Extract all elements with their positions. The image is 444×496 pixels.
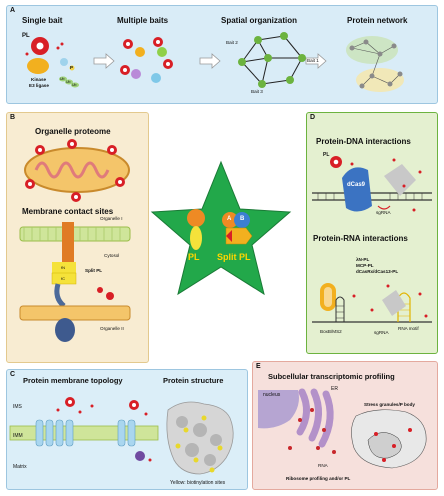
split-pl-n-icon [52,262,76,273]
nucleus-label: nucleus [263,392,281,398]
fragment-n-label: fN [61,265,65,270]
substrate-icon [60,58,68,66]
er-label: ER [331,386,338,392]
matrix-label: Matrix [13,464,27,470]
pl-center-icon [187,209,205,227]
cluster-icon [346,36,398,64]
transmembrane-helix-icon [35,419,136,447]
ub-label-3: Ub [72,83,77,87]
ims-label: IMS [13,404,22,410]
protein-membrane-topology-title: Protein membrane topology [23,376,123,385]
nucleus-icon [258,390,299,429]
protein-dna-title: Protein-DNA interactions [316,137,411,146]
sgrna-2-label: sgRNA [374,330,389,335]
dcas9-label: dCas9 [347,182,366,188]
er-icon [296,388,334,448]
ub-label-1: Ub [60,77,65,81]
network-node-icon [238,32,306,88]
rna-motif-label: RNA motif [398,326,419,331]
panel-a-label: A [10,7,16,14]
fragment-c-label: fC [61,276,65,281]
rna-protein-label-2: MCP-PL [356,263,374,268]
e3-ligase-label: E3 ligase [29,83,49,88]
organelle-1-label: Organelle I [100,216,123,221]
tether-protein-icon [62,222,74,262]
dna-pl-label: PL [323,152,330,158]
bait-1-label: Bait 1 [307,58,319,63]
organelle-2-label: Organelle II [100,326,124,331]
panel-d [306,112,438,354]
protein-rna-title: Protein-RNA interactions [313,234,408,243]
biotinylation-caption: Yellow: biotinylation sites [170,480,226,486]
pl-label: PL [22,33,30,39]
panel-d-label: D [310,114,316,121]
arrow-icon [199,53,221,69]
split-pl-center-icon [225,227,253,245]
panel-e-label: E [256,363,261,370]
split-pl-label: Split PL [85,268,103,273]
spatial-organization-title: Spatial organization [221,16,298,25]
p-label: P [70,65,74,70]
organelle-proteome-title: Organelle proteome [35,127,111,136]
mitochondrion-icon [24,147,130,193]
arrow-icon [93,53,115,69]
ub-chain-icon [59,76,67,82]
fragment-a-label: A [227,216,232,222]
membrane-icon [19,226,131,242]
subcellular-transcriptomic-title: Subcellular transcriptomic profiling [268,372,395,381]
panel-b-label: B [10,114,16,121]
bait-3-label: Bait 3 [251,89,263,94]
kinase-bait-icon [27,58,49,74]
panel-c-label: C [10,371,16,378]
rna-protein-label-3: dCasRx/dCas13-PL [356,269,399,274]
center-split-pl-label: Split PL [217,252,251,262]
center-pl-label: PL [188,252,200,262]
kinase-label: Kinase [31,77,47,82]
multiple-baits-title: Multiple baits [117,16,169,25]
tether-protein-2-icon [55,318,75,342]
sgrna-label: sgRNA [376,210,391,215]
bait-2-label: Bait 2 [226,40,238,45]
single-bait-title: Single bait [22,16,63,25]
membrane-contact-sites-title: Membrane contact sites [22,207,114,216]
protein-network-title: Protein network [347,16,408,25]
star-icon [150,160,292,296]
protein-structure-title: Protein structure [163,376,224,385]
rna-protein-label-1: λN-PL [356,257,370,262]
arrow-icon [305,53,327,69]
stress-granule-label: Stress granules/P body [364,402,415,407]
imm-label: IMM [13,433,23,439]
cytosol-label: Cytosol [104,253,120,258]
dcas9-icon [342,167,372,212]
rna-label: RNA [318,463,328,468]
boxb-ms2-label: BoxB/MS2 [320,329,342,334]
fragment-b-label: B [240,216,245,222]
ub-label-2: Ub [66,80,71,84]
ribosome-profiling-label: Ribosome profiling and/or PL [286,476,351,481]
